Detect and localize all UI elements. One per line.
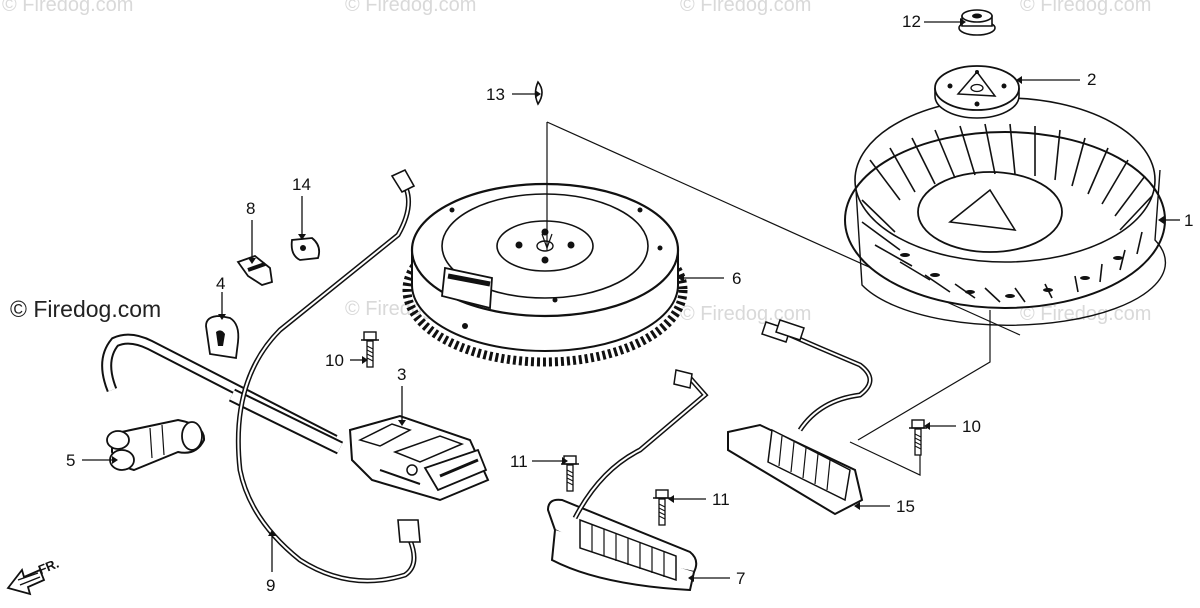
watermark: © Firedog.com (2, 0, 134, 16)
callout-9: 9 (266, 576, 276, 595)
spark-plug-cap (106, 418, 206, 472)
leader-arrowheads (112, 18, 1164, 582)
wire-clamp-14 (290, 237, 321, 261)
charge-coil (546, 369, 709, 592)
flywheel (402, 182, 688, 367)
callout-5: 5 (66, 451, 76, 470)
brand-watermark: © Firedog.com (10, 296, 162, 322)
watermark: © Firedog.com (1020, 0, 1152, 16)
bolt-10-right (908, 419, 928, 456)
callout-1: 1 (1184, 211, 1194, 230)
callout-10-left: 10 (325, 351, 344, 370)
callout-13: 13 (486, 85, 505, 104)
exciter-coil (727, 319, 873, 516)
callout-15: 15 (896, 497, 915, 516)
callout-2: 2 (1087, 70, 1097, 89)
callout-11-left: 11 (510, 452, 528, 471)
callout-6: 6 (732, 269, 742, 288)
leader-lines (82, 21, 1180, 579)
stop-switch-wire (235, 168, 421, 584)
callout-14: 14 (292, 175, 311, 194)
callout-7: 7 (736, 569, 746, 588)
bolt-11-right (652, 489, 672, 526)
watermark: © Firedog.com (680, 303, 812, 325)
callout-4: 4 (216, 274, 226, 293)
callout-8: 8 (246, 199, 256, 218)
watermark: © Firedog.com (680, 0, 812, 16)
callout-11-right: 11 (712, 490, 730, 509)
watermark: © Firedog.com (1020, 303, 1152, 325)
callout-10-right: 10 (962, 417, 981, 436)
starter-pulley (934, 65, 1020, 119)
watermark: © Firedog.com (345, 0, 477, 16)
ignition-coil (101, 333, 490, 502)
callout-3: 3 (397, 365, 407, 384)
callout-12: 12 (902, 12, 921, 31)
grommet (205, 315, 240, 360)
wire-clip-8 (236, 254, 274, 286)
flange-nut (958, 9, 996, 36)
cooling-fan (844, 97, 1167, 326)
front-direction-arrow (6, 568, 46, 596)
